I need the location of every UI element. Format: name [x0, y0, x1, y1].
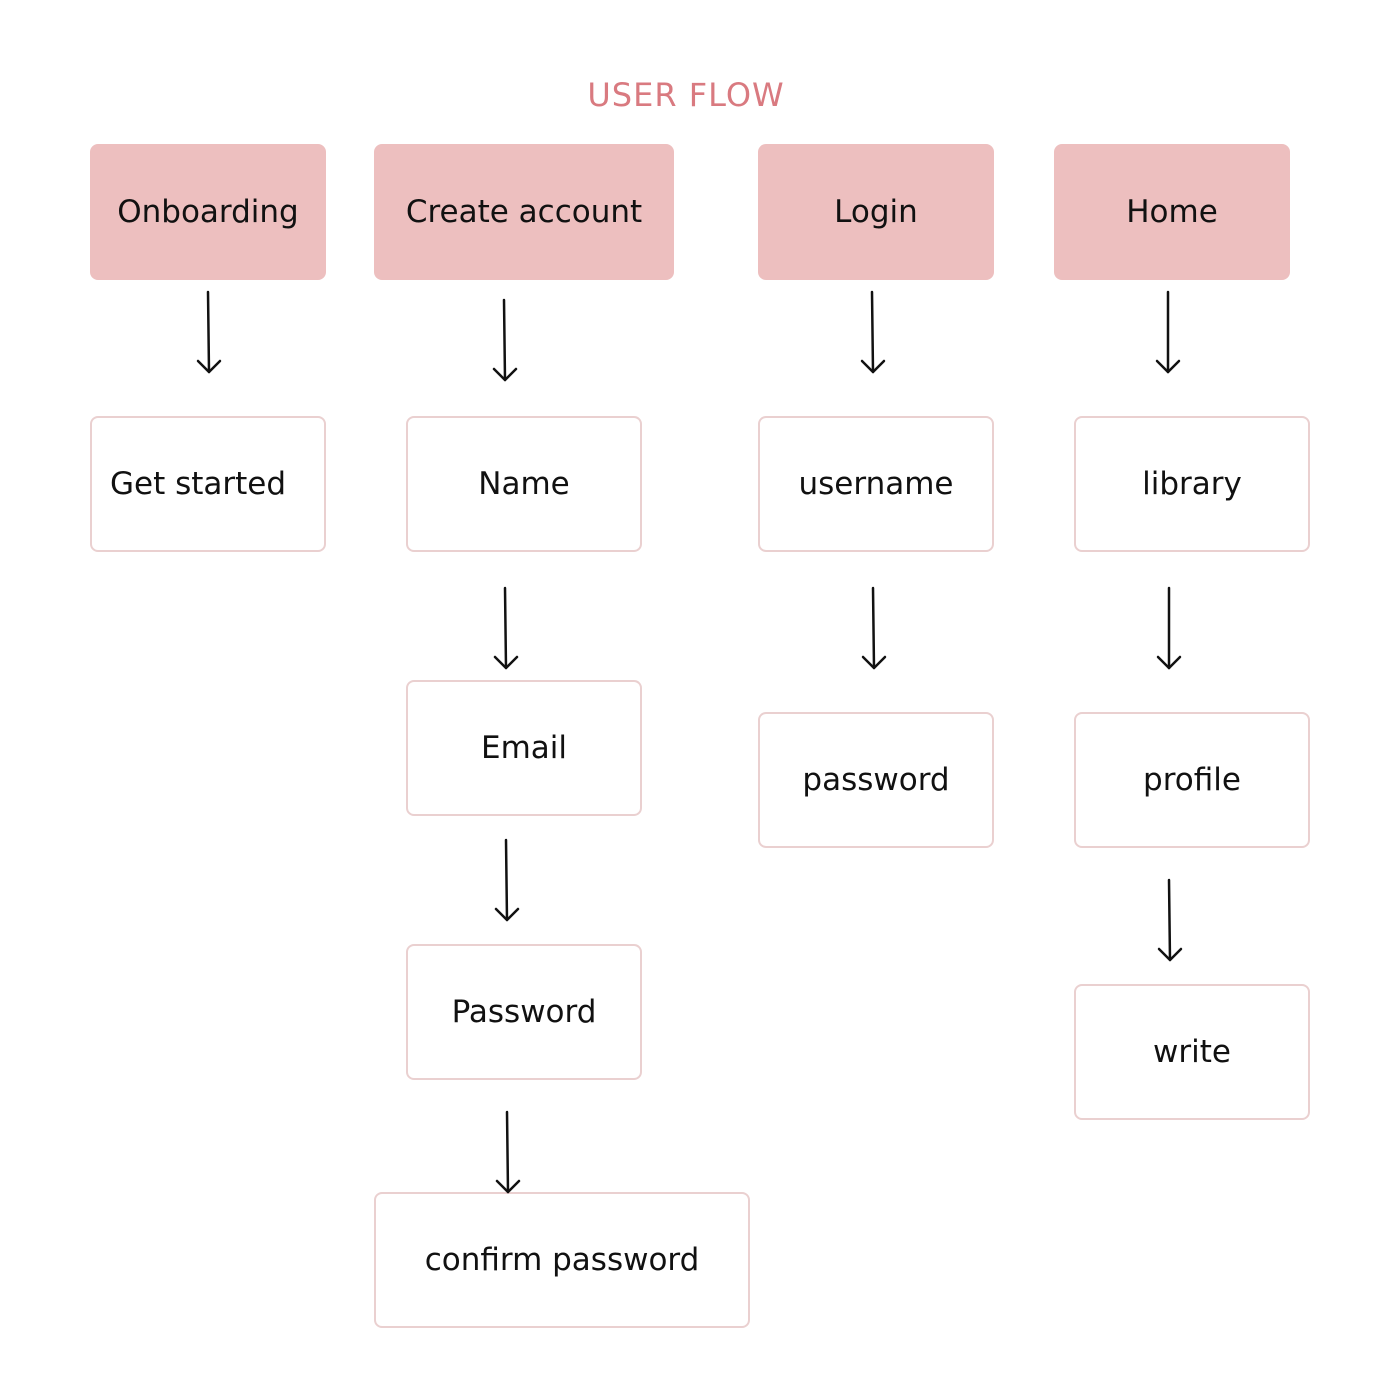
arrow-down-icon [861, 586, 887, 670]
home-step-write: write [1074, 984, 1310, 1120]
onboarding-header: Onboarding [90, 144, 326, 280]
onboarding-step-get-started: Get started [90, 416, 326, 552]
create-account-header: Create account [374, 144, 674, 280]
arrow-down-icon [1155, 290, 1181, 374]
home-step-library: library [1074, 416, 1310, 552]
login-step-password: password [758, 712, 994, 848]
create-account-step-email: Email [406, 680, 642, 816]
diagram-title: USER FLOW [587, 76, 785, 114]
home-header: Home [1054, 144, 1290, 280]
arrow-down-icon [1156, 586, 1182, 670]
arrow-down-icon [493, 586, 519, 670]
arrow-down-icon [1157, 878, 1183, 962]
arrow-down-icon [492, 298, 518, 382]
create-account-step-confirm-password: confirm password [374, 1192, 750, 1328]
create-account-step-password: Password [406, 944, 642, 1080]
home-step-profile: profile [1074, 712, 1310, 848]
login-header: Login [758, 144, 994, 280]
arrow-down-icon [860, 290, 886, 374]
create-account-step-name: Name [406, 416, 642, 552]
login-step-username: username [758, 416, 994, 552]
arrow-down-icon [494, 838, 520, 922]
arrow-down-icon [196, 290, 222, 374]
arrow-down-icon [495, 1110, 521, 1194]
